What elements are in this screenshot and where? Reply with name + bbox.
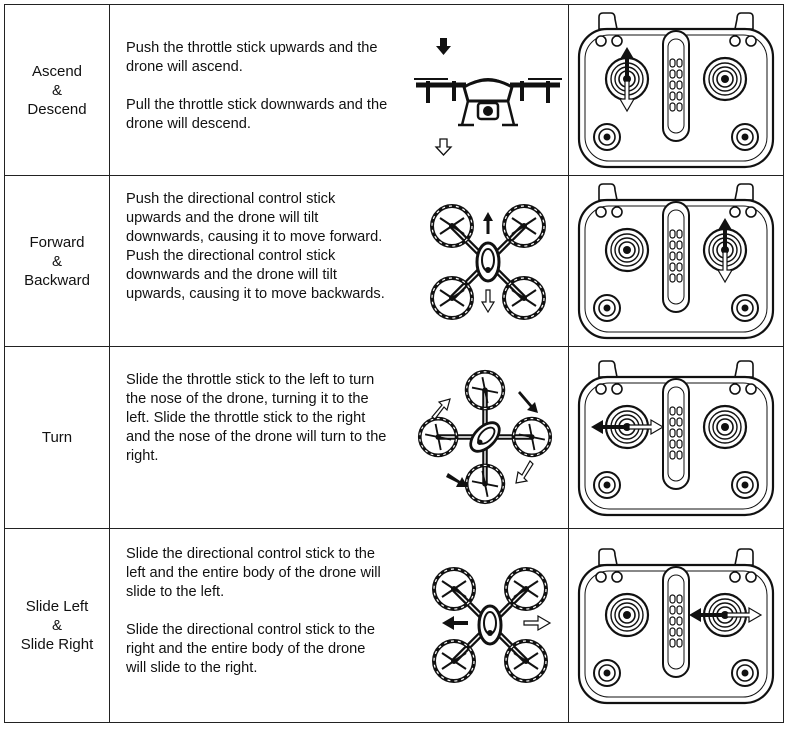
down-arrow-outline-icon — [434, 138, 453, 156]
stick-up-arrow-icon — [620, 47, 634, 77]
description-cell: Slide the throttle stick to the left to … — [109, 346, 569, 529]
description-paragraph: Push the directional control stick upwar… — [126, 191, 385, 302]
description-text: Slide the directional control stick to t… — [126, 545, 388, 678]
rotate-arrow-icon — [518, 391, 538, 413]
remote-controller-icon — [577, 359, 775, 516]
movement-label: Backward — [24, 271, 90, 289]
description-paragraph: Push the throttle stick upwards and the … — [126, 40, 378, 75]
description-text: Push the throttle stick upwards and the … — [126, 39, 388, 134]
controller-cell — [568, 4, 784, 176]
stick-left-arrow-icon — [689, 607, 723, 622]
table-row: Turn Slide the throttle stick to the lef… — [4, 346, 784, 529]
controls-table: Ascend & Descend Push the throttle stick… — [4, 4, 784, 723]
top-view-drone-icon — [412, 369, 558, 505]
movement-label: Slide Right — [20, 636, 94, 653]
table-row: Slide Left & Slide Right Slide the direc… — [4, 528, 784, 723]
description-text: Push the directional control stick upwar… — [126, 190, 388, 304]
movement-cell: Slide Left & Slide Right — [4, 528, 110, 723]
backward-arrow-icon — [480, 289, 496, 314]
controller-cell — [568, 528, 784, 723]
forward-arrow-icon — [483, 212, 493, 234]
table-row: Forward & Backward Push the directional … — [4, 175, 784, 347]
movement-cell: Forward & Backward — [4, 175, 110, 347]
up-arrow-filled-icon — [436, 38, 451, 55]
controller-cell — [568, 175, 784, 347]
description-paragraph: Slide the throttle stick to the left to … — [126, 372, 387, 464]
movement-cell: Ascend & Descend — [4, 4, 110, 176]
remote-controller-icon — [577, 182, 775, 340]
top-view-drone-icon — [428, 563, 552, 685]
description-cell: Push the directional control stick upwar… — [109, 175, 569, 347]
remote-controller-icon — [577, 11, 775, 169]
movement-label: Slide Left — [25, 598, 89, 615]
stick-right-arrow-icon — [726, 606, 763, 623]
movement-label: & — [51, 252, 62, 270]
stick-left-arrow-icon — [591, 419, 625, 434]
rotate-arrow-icon — [431, 398, 451, 420]
slide-right-arrow-icon — [523, 614, 552, 632]
stick-up-arrow-icon — [718, 218, 732, 248]
description-paragraph: Pull the throttle stick downwards and th… — [126, 97, 388, 132]
description-paragraph: Slide the directional control stick to t… — [126, 546, 381, 600]
rotate-arrow-icon — [515, 460, 534, 484]
movement-label: Forward — [29, 233, 85, 251]
description-cell: Push the throttle stick upwards and the … — [109, 4, 569, 176]
stick-right-arrow-icon — [628, 418, 665, 435]
movement-label: Descend — [27, 100, 87, 118]
movement-label: & — [51, 617, 62, 634]
rotate-arrow-icon — [446, 473, 468, 487]
controller-cell — [568, 346, 784, 529]
movement-label: & — [51, 81, 62, 99]
side-view-drone-icon — [414, 38, 562, 156]
stick-down-arrow-icon — [618, 80, 636, 113]
description-text: Slide the throttle stick to the left to … — [126, 371, 388, 466]
slide-left-arrow-icon — [442, 616, 468, 630]
movement-label: Ascend — [31, 62, 83, 80]
remote-controller-icon — [577, 547, 775, 704]
description-cell: Slide the directional control stick to t… — [109, 528, 569, 723]
table-row: Ascend & Descend Push the throttle stick… — [4, 4, 784, 176]
stick-down-arrow-icon — [716, 251, 734, 284]
movement-label: Turn — [41, 429, 73, 446]
top-view-drone-icon — [428, 200, 548, 322]
description-paragraph: Slide the directional control stick to t… — [126, 622, 376, 676]
movement-cell: Turn — [4, 346, 110, 529]
